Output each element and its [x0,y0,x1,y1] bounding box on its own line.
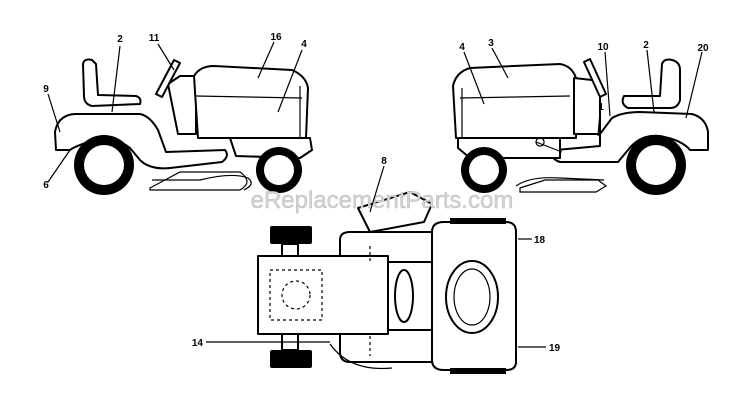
tractor-right-side-view [452,58,709,195]
right-rear-hub [636,145,676,185]
right-front-hub [469,155,499,185]
callout-10: 10 [597,42,609,53]
top-seat-inner [453,268,491,326]
left-dash [167,75,197,135]
left-hood-line [195,95,303,99]
callout-labels: 2 11 16 4 9 6 4 3 10 2 20 1 8 18 14 19 [43,32,709,354]
callout-4-left: 4 [301,39,307,50]
left-seat [82,58,142,107]
top-front-tire-lower [270,350,312,368]
top-engine-circle [281,280,311,310]
right-hood [452,63,577,139]
top-dash-oval [394,269,414,323]
top-front-tire-upper [270,226,312,244]
left-hood [193,65,309,139]
callout-2-left: 2 [117,34,123,45]
right-seat [621,58,681,109]
right-steering-wheel [583,58,607,98]
callout-3: 3 [488,38,494,49]
top-rear-tire-upper [450,218,506,224]
callout-1: 1 [598,102,604,113]
callout-2-right: 2 [643,40,649,51]
top-deck-arc [329,343,393,370]
top-hood [257,255,389,335]
callout-6: 6 [43,180,49,191]
right-deck-outline [519,179,608,193]
right-rear-fender [551,111,709,163]
tractor-top-view [257,191,517,374]
callout-9: 9 [43,84,49,95]
callout-18: 18 [534,235,546,246]
callout-20: 20 [697,43,709,54]
top-seat [445,260,499,334]
callout-14: 14 [192,338,204,349]
leader-lines [47,41,703,348]
left-rear-hub [84,145,124,185]
right-lever [535,137,563,153]
tractor-left-side-view [54,58,313,195]
top-engine-outline [269,269,323,321]
watermark-text: eReplacementParts.com [251,187,514,214]
left-front-hub [264,155,294,185]
callout-8: 8 [381,156,387,167]
top-steering-column [357,191,433,233]
top-rear-tire-lower [450,368,506,374]
left-deck-outline [149,171,248,191]
left-chute [152,174,252,191]
callout-16: 16 [270,32,282,43]
callout-19: 19 [549,343,561,354]
right-chute [515,177,605,187]
right-hood-line [459,95,571,99]
callout-11: 11 [149,33,160,44]
callout-4-right: 4 [459,42,465,53]
